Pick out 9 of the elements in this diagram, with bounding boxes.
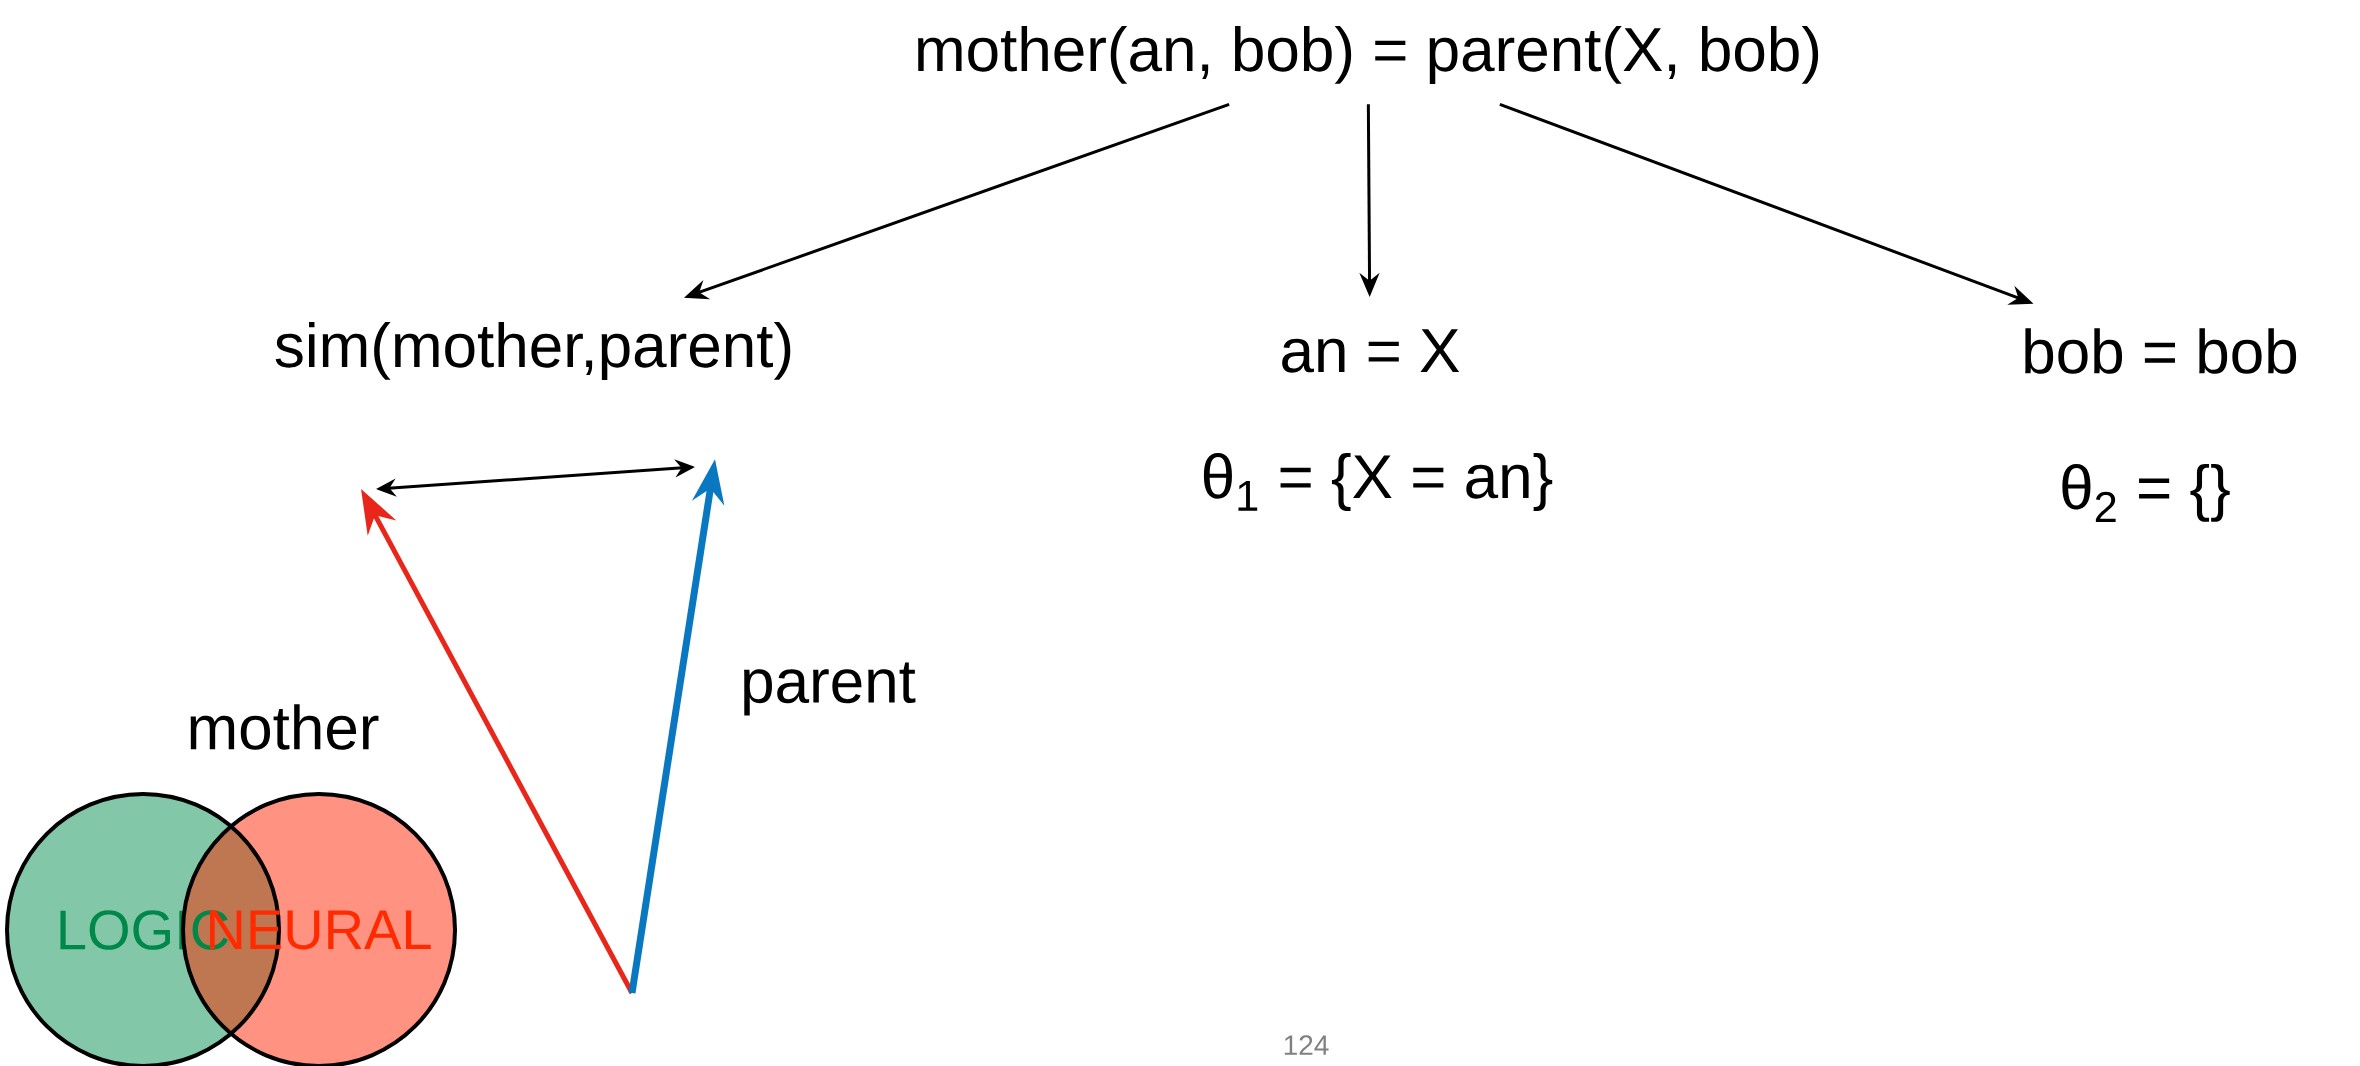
vector-label: mother: [190, 704, 379, 750]
expression-text: sim(mother,parent): [275, 322, 791, 380]
substitution-text: θ$_{1}$ = {X = an}: [1203, 453, 1553, 511]
expression-text: bob = bob: [2025, 328, 2297, 374]
expression-text: an = X: [1282, 329, 1460, 373]
substitution-text: θ$_{2}$ = {}: [2062, 463, 2230, 523]
page-number: 124: [1284, 1035, 1329, 1055]
expression-text: mother(an, bob) = parent(X, bob): [918, 26, 1819, 84]
vector-label: parent: [744, 662, 916, 716]
